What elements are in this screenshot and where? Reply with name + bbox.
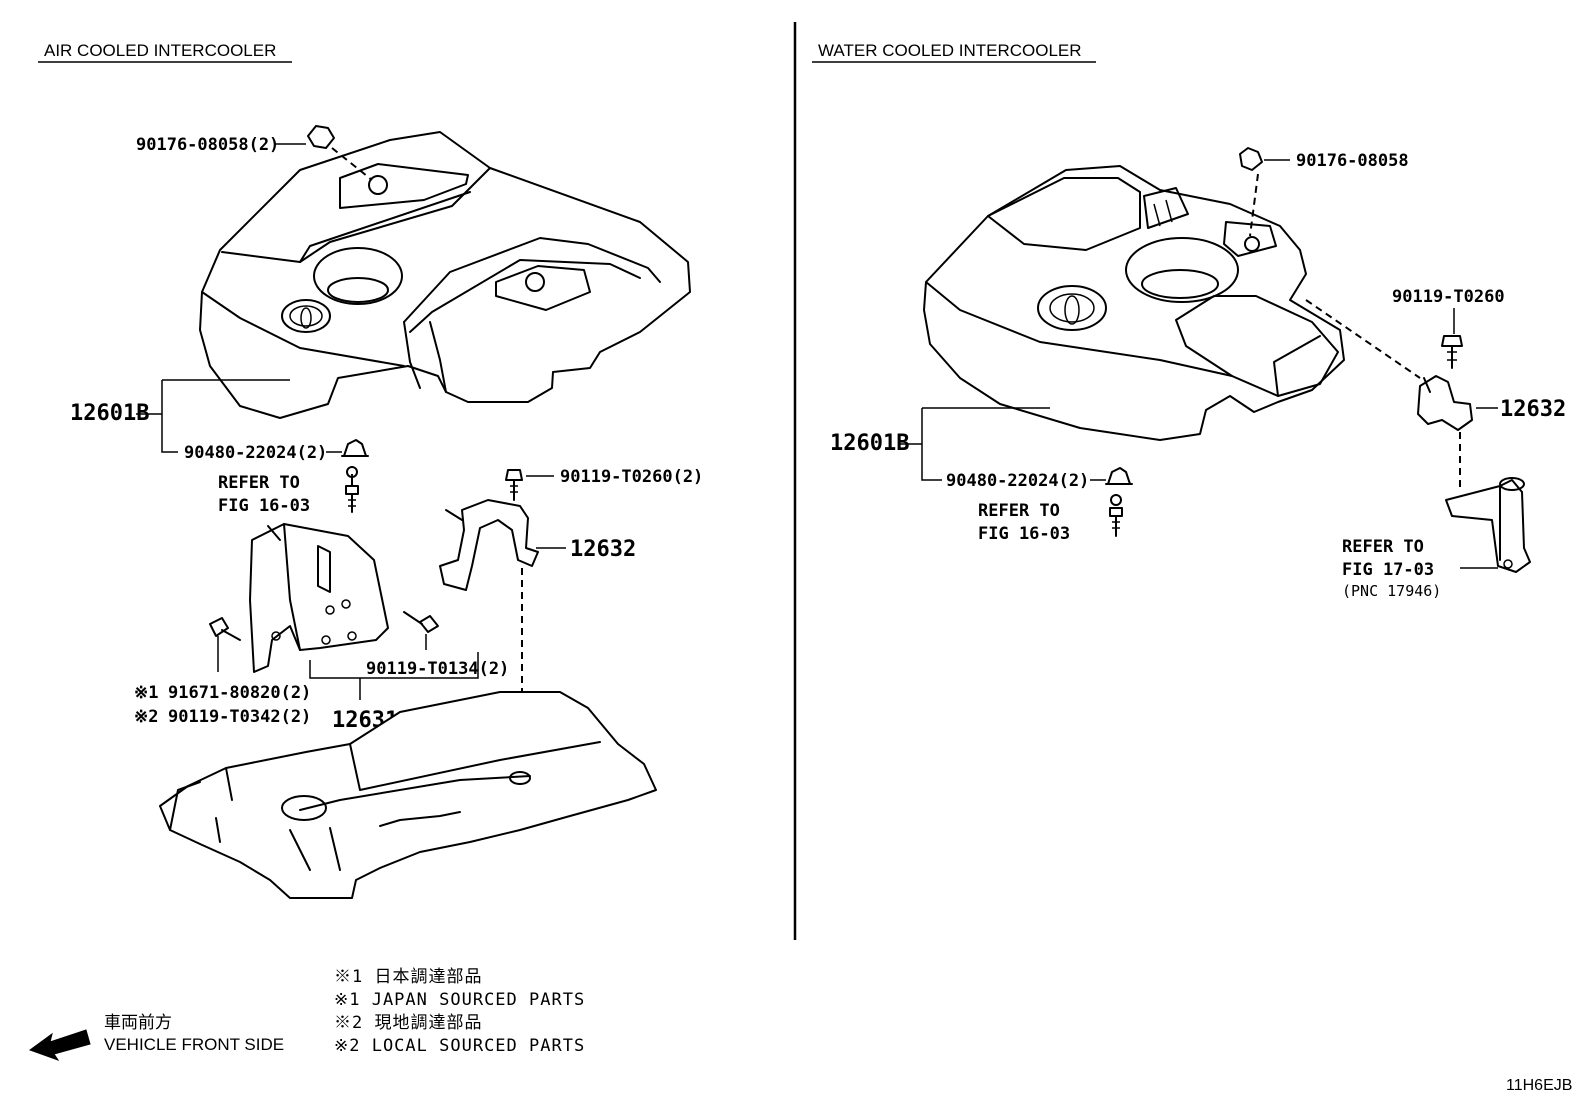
label-90119-T0260-right: 90119-T0260 xyxy=(1392,287,1505,307)
bolt-90119-T0260-right: 90119-T0260 xyxy=(1305,287,1505,379)
label-90119-T0134: 90119-T0134(2) xyxy=(366,659,509,679)
label-90119-T0260-left: 90119-T0260(2) xyxy=(560,467,703,487)
label-12632-left: 12632 xyxy=(570,537,636,562)
clip-90176-right: 90176-08058 xyxy=(1239,147,1409,237)
refer17-line1: REFER TO xyxy=(1342,537,1424,557)
refer17-line2: FIG 17-03 xyxy=(1342,560,1434,580)
bracket-fig-17-03: REFER TO FIG 17-03 (PNC 17946) xyxy=(1342,477,1531,600)
vehicle-front-legend: 車両前方 VEHICLE FRONT SIDE xyxy=(28,1013,284,1061)
source-notes: ※1 日本調達部品 ※1 JAPAN SOURCED PARTS ※2 現地調達… xyxy=(334,967,585,1056)
note-1-en: ※1 JAPAN SOURCED PARTS xyxy=(334,990,585,1010)
grommet-90480-left: 90480-22024(2) xyxy=(184,439,369,463)
note-2-jp: ※2 現地調達部品 xyxy=(334,1013,482,1033)
engine-cover-air-cooled-drawing xyxy=(199,131,691,419)
prefix-91671: ※1 xyxy=(134,683,158,703)
bracket-12631A: 12631A xyxy=(249,523,479,733)
cylinder-head-cover-drawing xyxy=(159,691,657,899)
arrow-left-icon xyxy=(28,1029,91,1061)
engine-cover-water-cooled-drawing xyxy=(923,165,1345,441)
label-90119-T0342: 90119-T0342(2) xyxy=(168,707,311,727)
note-2-en: ※2 LOCAL SOURCED PARTS xyxy=(334,1036,585,1056)
refer16-line1-right: REFER TO xyxy=(978,501,1060,521)
bracket-12632-right: 12632 xyxy=(1417,375,1566,488)
label-91671: 91671-80820(2) xyxy=(168,683,311,703)
pnc-17946: (PNC 17946) xyxy=(1342,582,1441,600)
air-cooled-title: AIR COOLED INTERCOOLER xyxy=(44,41,276,60)
label-12601B-right: 12601B xyxy=(830,431,909,456)
label-12632-right: 12632 xyxy=(1500,397,1566,422)
diagram-code: 11H6EJB xyxy=(1506,1077,1572,1094)
water-cooled-title: WATER COOLED INTERCOOLER xyxy=(818,41,1082,60)
section-title-air-cooled: AIR COOLED INTERCOOLER xyxy=(38,41,292,63)
legend-en: VEHICLE FRONT SIDE xyxy=(104,1035,284,1054)
section-title-water-cooled: WATER COOLED INTERCOOLER xyxy=(812,41,1096,63)
label-90480-right: 90480-22024(2) xyxy=(946,471,1089,491)
refer-fig-16-03-right: REFER TO FIG 16-03 xyxy=(978,494,1123,544)
label-90480-left: 90480-22024(2) xyxy=(184,443,327,463)
label-90176-right: 90176-08058 xyxy=(1296,151,1409,171)
callout-12601B-left: 12601B xyxy=(70,379,290,453)
bolt-90119-T0134: 90119-T0134(2) xyxy=(366,611,509,679)
refer16-line2-right: FIG 16-03 xyxy=(978,524,1070,544)
legend-jp: 車両前方 xyxy=(104,1013,172,1032)
bolt-90119-T0260-left: 90119-T0260(2) xyxy=(505,467,703,501)
grommet-90480-right: 90480-22024(2) xyxy=(946,467,1133,491)
refer-fig-16-03-left: REFER TO FIG 16-03 xyxy=(218,466,359,516)
refer-line1-left: REFER TO xyxy=(218,473,300,493)
bolt-91671-left: ※1 91671-80820(2) ※2 90119-T0342(2) xyxy=(134,617,311,727)
refer-line2-left: FIG 16-03 xyxy=(218,496,310,516)
note-1-jp: ※1 日本調達部品 xyxy=(334,967,482,987)
label-90176-left: 90176-08058(2) xyxy=(136,135,279,155)
prefix-90119-T0342: ※2 xyxy=(134,707,158,727)
callout-12601B-right: 12601B xyxy=(830,407,1050,481)
bracket-12632-left: 12632 xyxy=(439,499,636,770)
clip-90176-left: 90176-08058(2) xyxy=(136,125,373,181)
